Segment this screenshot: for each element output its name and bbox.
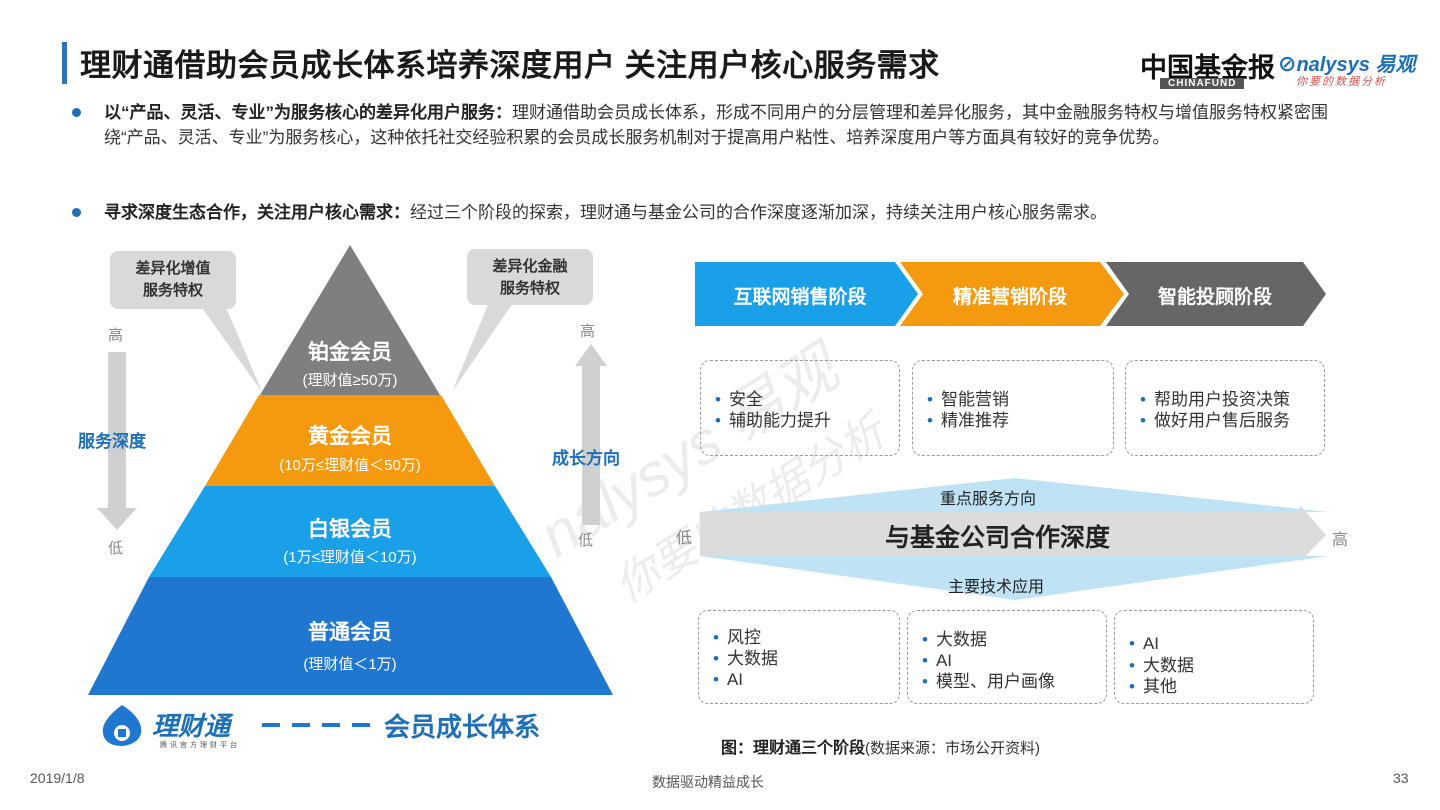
- figure-caption: 图：理财通三个阶段(数据来源：市场公开资料): [721, 734, 1040, 758]
- tech-box-3-item-1: •AI: [1129, 634, 1160, 653]
- tier-normal-shape: [88, 577, 613, 695]
- service-box-2-item-1: •智能营销: [927, 390, 1009, 409]
- tech-box-2: •大数据 •AI •模型、用户画像: [907, 610, 1107, 704]
- callout-right-shape: [452, 249, 593, 392]
- right-axis-low: 低: [578, 532, 594, 549]
- tier-normal-name: 普通会员: [308, 621, 392, 644]
- service-box-2: •智能营销 •精准推荐: [912, 360, 1114, 456]
- upper-wedge: [700, 478, 1328, 512]
- tier-gold-shape: [205, 395, 495, 486]
- upper-wedge-label: 重点服务方向: [940, 491, 1037, 508]
- lower-wedge: [700, 556, 1328, 600]
- service-box-3-item-1: •帮助用户投资决策: [1140, 390, 1290, 409]
- service-box-3-item-2: •做好用户售后服务: [1140, 411, 1290, 430]
- right-axis-label: 成长方向: [552, 449, 620, 468]
- stage-1-label: 互联网销售阶段: [733, 287, 867, 308]
- depth-high-label: 高: [1332, 532, 1349, 549]
- tech-box-3-item-2: •大数据: [1129, 656, 1194, 675]
- licaitong-brand-sub: 腾讯官方理财平台: [160, 742, 240, 749]
- tier-silver-shape: [149, 486, 551, 577]
- depth-arrow-label: 与基金公司合作深度: [885, 524, 1111, 552]
- bullet-1-text: 理财通借助会员成长体系，形成不同用户的分层管理和差异化服务，其中金融服务特权与增…: [104, 103, 1328, 147]
- tech-box-1: •风控 •大数据 •AI: [698, 610, 900, 704]
- stage-1-shape: [695, 262, 918, 326]
- service-box-3: •帮助用户投资决策 •做好用户售后服务: [1125, 360, 1325, 456]
- chinafund-logo-en: CHINAFUND: [1160, 78, 1245, 89]
- licaitong-brand-name: 理财通: [152, 711, 231, 741]
- bullet-2-heading: 寻求深度生态合作，关注用户核心需求：: [104, 203, 410, 222]
- service-box-2-item-2: •精准推荐: [927, 411, 1009, 430]
- footer-page-number: 33: [1393, 770, 1409, 786]
- stage-3-shape: [1106, 262, 1326, 326]
- tech-box-3: •AI •大数据 •其他: [1114, 610, 1314, 704]
- figure-caption-title: 图：理财通三个阶段: [721, 740, 866, 757]
- footer-slogan: 数据驱动精益成长: [652, 774, 764, 790]
- dashed-connector: [262, 723, 380, 727]
- callout-right-text: 差异化金融 服务特权: [492, 258, 568, 297]
- callout-left-text: 差异化增值 服务特权: [135, 260, 211, 299]
- depth-low-label: 低: [676, 530, 693, 547]
- service-box-1-item-2: •辅助能力提升: [715, 411, 831, 430]
- stage-3-label: 智能投顾阶段: [1157, 287, 1272, 308]
- tier-platinum-name: 铂金会员: [308, 341, 392, 364]
- figure-caption-source: (数据来源：市场公开资料): [865, 740, 1041, 757]
- left-axis-arrow: [97, 352, 137, 530]
- right-axis-high: 高: [580, 323, 596, 340]
- bullet-dot-2: [72, 208, 81, 217]
- analysys-logo: ⊘nalysys 易观: [1278, 51, 1416, 76]
- tier-platinum-shape: [260, 245, 440, 395]
- stage-2-shape: [900, 262, 1124, 326]
- tech-box-1-item-1: •风控: [713, 628, 761, 647]
- depth-arrow: [700, 505, 1326, 562]
- tech-box-3-item-3: •其他: [1129, 677, 1177, 696]
- bullet-2: 寻求深度生态合作，关注用户核心需求：经过三个阶段的探索，理财通与基金公司的合作深…: [104, 200, 1364, 225]
- bullet-dot-1: [72, 108, 81, 117]
- tier-gold-range: (10万≤理财值＜50万): [279, 457, 421, 474]
- left-axis-label: 服务深度: [78, 432, 146, 451]
- left-axis-high: 高: [108, 327, 124, 344]
- bullet-1: 以“产品、灵活、专业”为服务核心的差异化用户服务：理财通借助会员成长体系，形成不…: [104, 100, 1344, 150]
- lower-wedge-label: 主要技术应用: [948, 579, 1045, 596]
- bullet-1-heading: 以“产品、灵活、专业”为服务核心的差异化用户服务：: [104, 103, 512, 122]
- bullet-2-text: 经过三个阶段的探索，理财通与基金公司的合作深度逐渐加深，持续关注用户核心服务需求…: [410, 203, 1107, 222]
- right-axis-arrow: [575, 344, 607, 525]
- page-title: 理财通借助会员成长体系培养深度用户 关注用户核心服务需求: [80, 48, 940, 83]
- tech-box-1-item-2: •大数据: [713, 649, 778, 668]
- footer-date: 2019/1/8: [30, 770, 85, 786]
- tech-box-2-item-3: •模型、用户画像: [922, 672, 1055, 691]
- tech-box-2-item-2: •AI: [922, 651, 953, 670]
- tech-box-2-item-1: •大数据: [922, 630, 987, 649]
- tier-silver-range: (1万≤理财值＜10万): [283, 549, 417, 566]
- licaitong-logo-icon: [96, 703, 148, 749]
- callout-left-shape: [110, 251, 262, 392]
- left-axis-low: 低: [108, 540, 124, 557]
- tier-silver-name: 白银会员: [308, 518, 392, 541]
- service-box-1: •安全 •辅助能力提升: [700, 360, 900, 456]
- tech-box-1-item-3: •AI: [713, 670, 744, 689]
- title-accent-bar: [62, 42, 67, 84]
- member-system-label: 会员成长体系: [384, 712, 541, 742]
- tier-gold-name: 黄金会员: [308, 425, 392, 448]
- service-box-1-item-1: •安全: [715, 390, 763, 409]
- tier-normal-range: (理财值＜1万): [303, 656, 397, 673]
- tier-platinum-range: (理财值≥50万): [302, 372, 398, 389]
- stage-2-label: 精准营销阶段: [952, 287, 1067, 308]
- analysys-logo-sub: 你要的数据分析: [1296, 76, 1387, 88]
